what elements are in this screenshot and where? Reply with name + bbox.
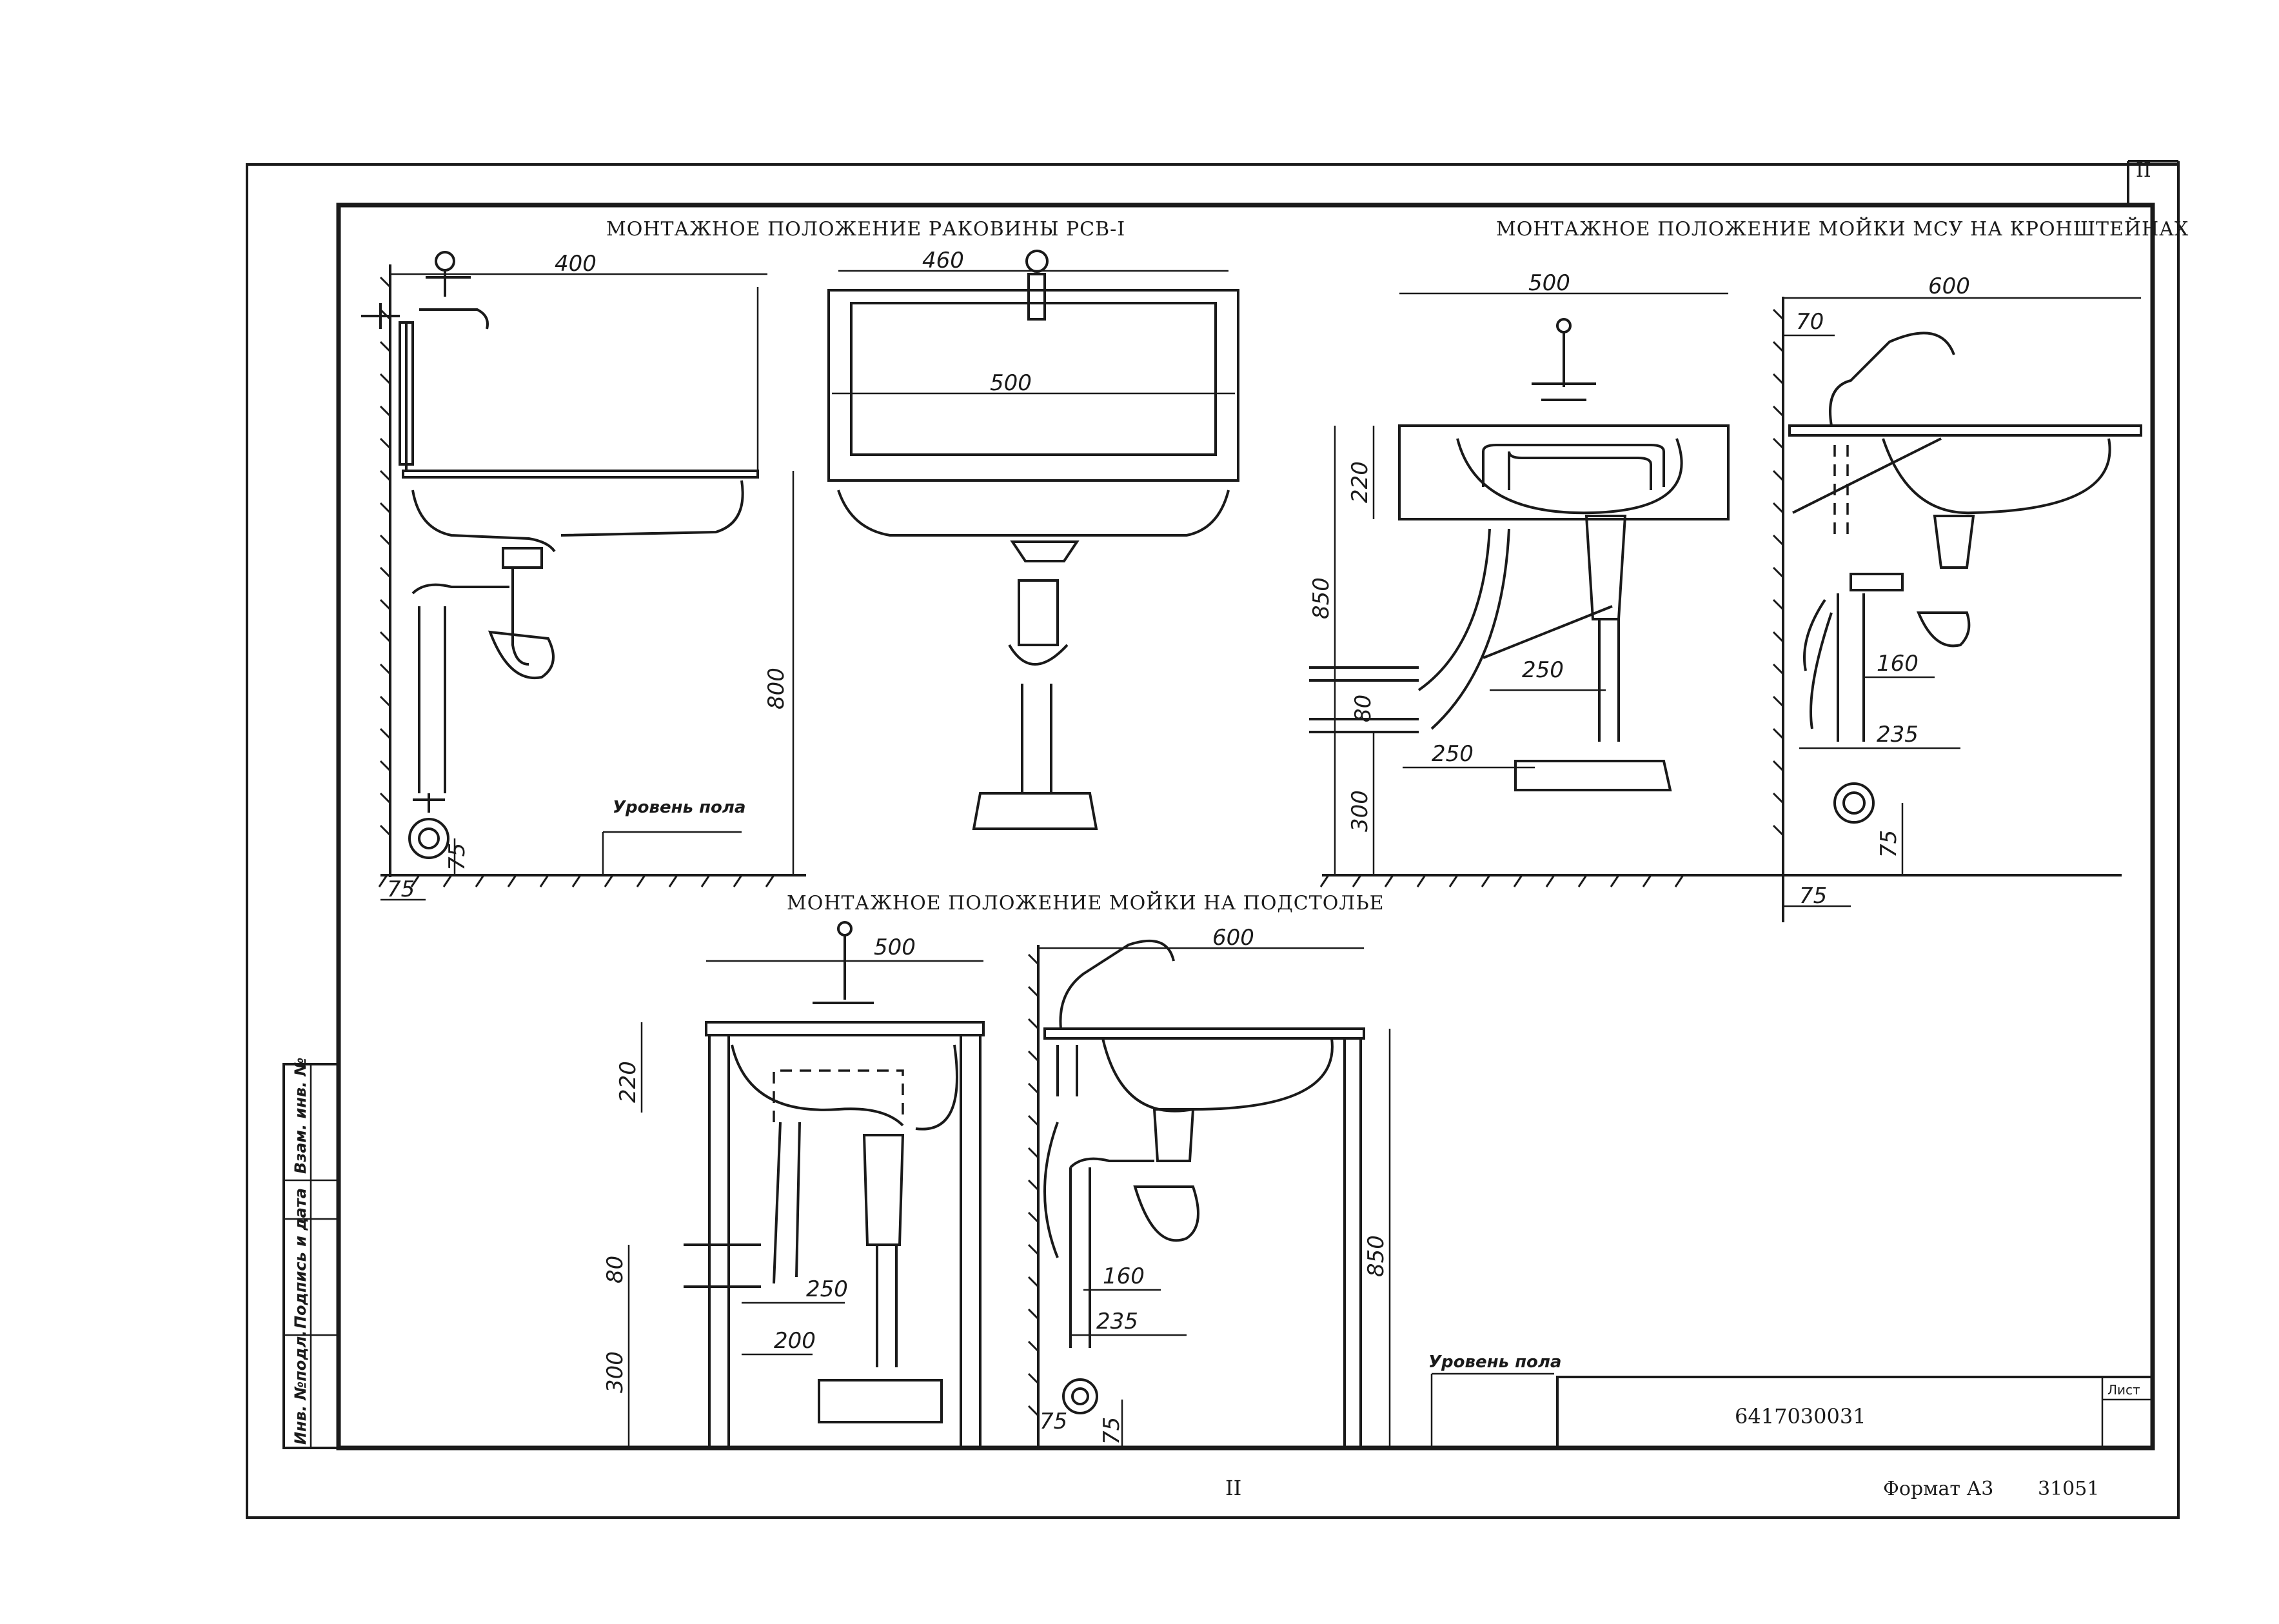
page-number-top: II [2136, 159, 2151, 182]
podstolye-side-view [1027, 939, 1554, 1449]
msu-dim-75-height: 75 [1876, 830, 1902, 858]
side-stamp-signature-date: Подпись и дата [291, 1188, 310, 1329]
side-stamp-inv-original: Инв. №подл. [291, 1331, 310, 1445]
msu-side-view [1772, 297, 2142, 922]
page-number-bottom: II [1225, 1476, 1241, 1500]
rsv1-front-view [827, 250, 1239, 830]
rsv1-dim-460: 460 [922, 248, 964, 273]
podstolye-dim-160: 160 [1103, 1263, 1145, 1289]
rsv1-dim-400: 400 [555, 251, 597, 277]
msu-dim-250-upper: 250 [1522, 657, 1564, 683]
podstolye-dim-200: 200 [774, 1328, 816, 1354]
msu-dim-70: 70 [1796, 309, 1824, 335]
podstolye-dim-235: 235 [1096, 1309, 1138, 1334]
msu-dim-80: 80 [1350, 695, 1376, 722]
rsv1-dim-75-floor: 75 [387, 876, 415, 902]
side-stamp [282, 1063, 340, 1449]
podstolye-dim-80: 80 [602, 1256, 628, 1283]
msu-dim-160: 160 [1877, 651, 1919, 677]
rsv1-title: МОНТАЖНОЕ ПОЛОЖЕНИЕ РАКОВИНЫ РСВ-I [606, 218, 1125, 241]
msu-dim-75-floor: 75 [1799, 883, 1827, 909]
podstolye-dim-600: 600 [1212, 925, 1254, 951]
document-code: 6417030031 [1735, 1404, 1866, 1429]
msu-dim-600: 600 [1928, 273, 1970, 299]
msu-dim-300: 300 [1347, 790, 1373, 832]
podstolye-dim-850: 850 [1363, 1235, 1389, 1277]
podstolye-dim-500: 500 [874, 935, 916, 960]
side-stamp-replace-inv: Взам. инв. № [291, 1058, 310, 1174]
msu-dim-235: 235 [1877, 722, 1919, 748]
msu-front-view [1309, 292, 2122, 887]
sheet-label: Лист [2107, 1382, 2140, 1398]
title-block [1556, 1376, 2154, 1449]
podstolye-dim-220: 220 [615, 1061, 641, 1103]
rsv1-floor-label: Уровень пола [613, 798, 745, 817]
podstolye-dim-75-height: 75 [1099, 1417, 1125, 1445]
msu-dim-500: 500 [1528, 270, 1570, 296]
format-label: Формат А3 [1883, 1478, 1993, 1500]
rsv1-dim-75-height: 75 [444, 843, 470, 871]
podstolye-title: МОНТАЖНОЕ ПОЛОЖЕНИЕ МОЙКИ НА ПОДСТОЛЬЕ [787, 891, 1385, 915]
copy-number: 31051 [2038, 1478, 2099, 1500]
rsv1-dim-800: 800 [764, 668, 789, 709]
msu-dim-250-lower: 250 [1432, 741, 1474, 767]
podstolye-dim-300: 300 [602, 1351, 628, 1393]
msu-dim-850: 850 [1308, 577, 1334, 619]
podstolye-front-view [627, 921, 985, 1449]
rsv1-dim-500: 500 [990, 370, 1032, 396]
podstolye-dim-250: 250 [806, 1276, 848, 1302]
podstolye-dim-75-floor: 75 [1040, 1409, 1067, 1434]
podstolye-floor-label: Уровень пола [1428, 1352, 1561, 1372]
msu-title: МОНТАЖНОЕ ПОЛОЖЕНИЕ МОЙКИ МСУ НА КРОНШТЕ… [1496, 217, 2189, 241]
rsv1-side-view [361, 251, 806, 901]
msu-dim-220: 220 [1347, 461, 1373, 503]
